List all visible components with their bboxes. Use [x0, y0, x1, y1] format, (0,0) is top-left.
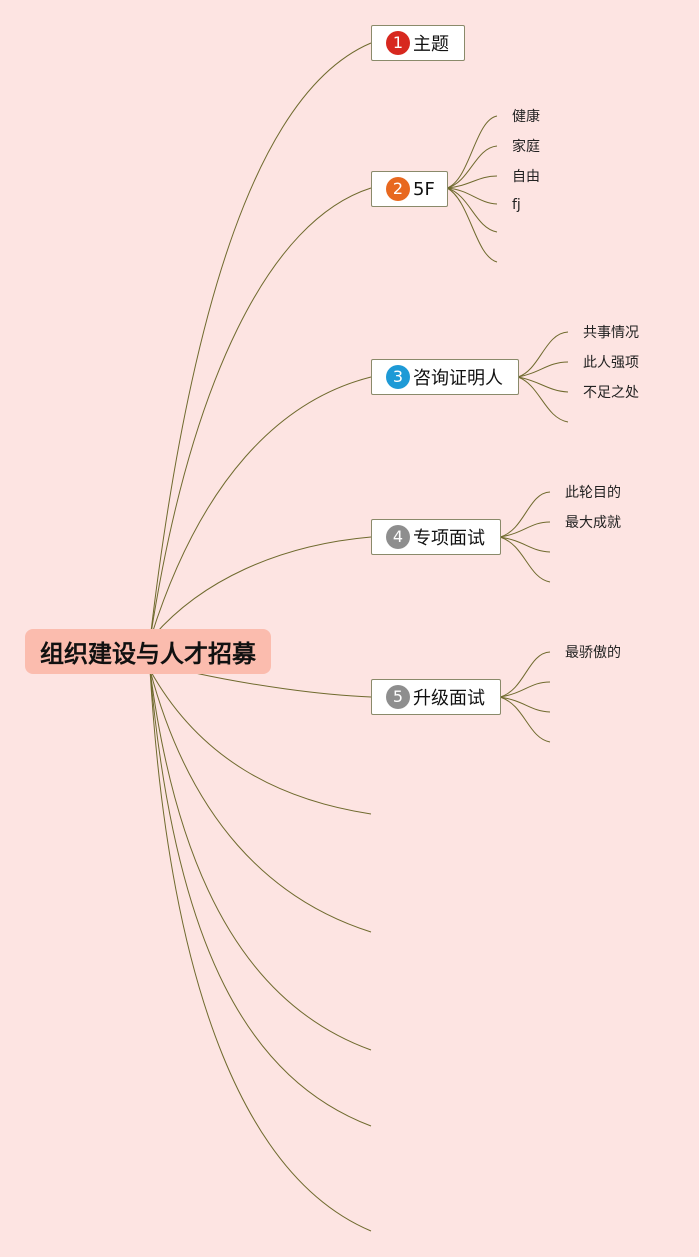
subtopic-t2-4[interactable]: fj — [512, 197, 521, 213]
number-badge-1: 1 — [386, 31, 410, 55]
link-root-empty5 — [149, 669, 372, 1232]
topic-2[interactable]: 2 5F — [371, 171, 448, 207]
topic-5[interactable]: 5 升级面试 — [371, 679, 501, 715]
topic-3-label: 咨询证明人 — [413, 368, 503, 389]
topic-1-label: 主题 — [413, 34, 449, 55]
topic-5-label: 升级面试 — [413, 688, 485, 709]
link-root-topic5 — [194, 672, 372, 698]
link-root-topic4 — [149, 536, 372, 641]
subtopic-t2-1[interactable]: 健康 — [512, 109, 540, 125]
number-badge-4: 4 — [386, 525, 410, 549]
topic-1[interactable]: 1 主题 — [371, 25, 465, 61]
number-badge-5: 5 — [386, 685, 410, 709]
number-badge-2: 2 — [386, 177, 410, 201]
subtopic-t4-1[interactable]: 此轮目的 — [565, 485, 621, 501]
topic-4-label: 专项面试 — [413, 528, 485, 549]
topic-4[interactable]: 4 专项面试 — [371, 519, 501, 555]
link-root-topic2 — [149, 187, 372, 641]
subtopic-t3-2[interactable]: 此人强项 — [583, 355, 639, 371]
link-root-topic1 — [149, 42, 372, 641]
link-root-empty1 — [149, 669, 372, 815]
number-badge-3: 3 — [386, 365, 410, 389]
subtopic-t2-3[interactable]: 自由 — [512, 169, 540, 185]
link-root-empty4 — [149, 669, 372, 1127]
subtopic-t5-1[interactable]: 最骄傲的 — [565, 645, 621, 661]
central-topic-label: 组织建设与人才招募 — [40, 640, 256, 668]
subtopic-t2-2[interactable]: 家庭 — [512, 139, 540, 155]
link-root-empty3 — [149, 669, 372, 1051]
subtopic-t4-2[interactable]: 最大成就 — [565, 515, 621, 531]
central-topic[interactable]: 组织建设与人才招募 — [25, 629, 271, 674]
subtopic-t3-1[interactable]: 共事情况 — [583, 325, 639, 341]
link-root-topic3 — [149, 376, 372, 641]
topic-3[interactable]: 3 咨询证明人 — [371, 359, 519, 395]
subtopic-t3-3[interactable]: 不足之处 — [583, 385, 639, 401]
link-root-empty2 — [149, 669, 372, 933]
topic-2-label: 5F — [413, 178, 435, 200]
